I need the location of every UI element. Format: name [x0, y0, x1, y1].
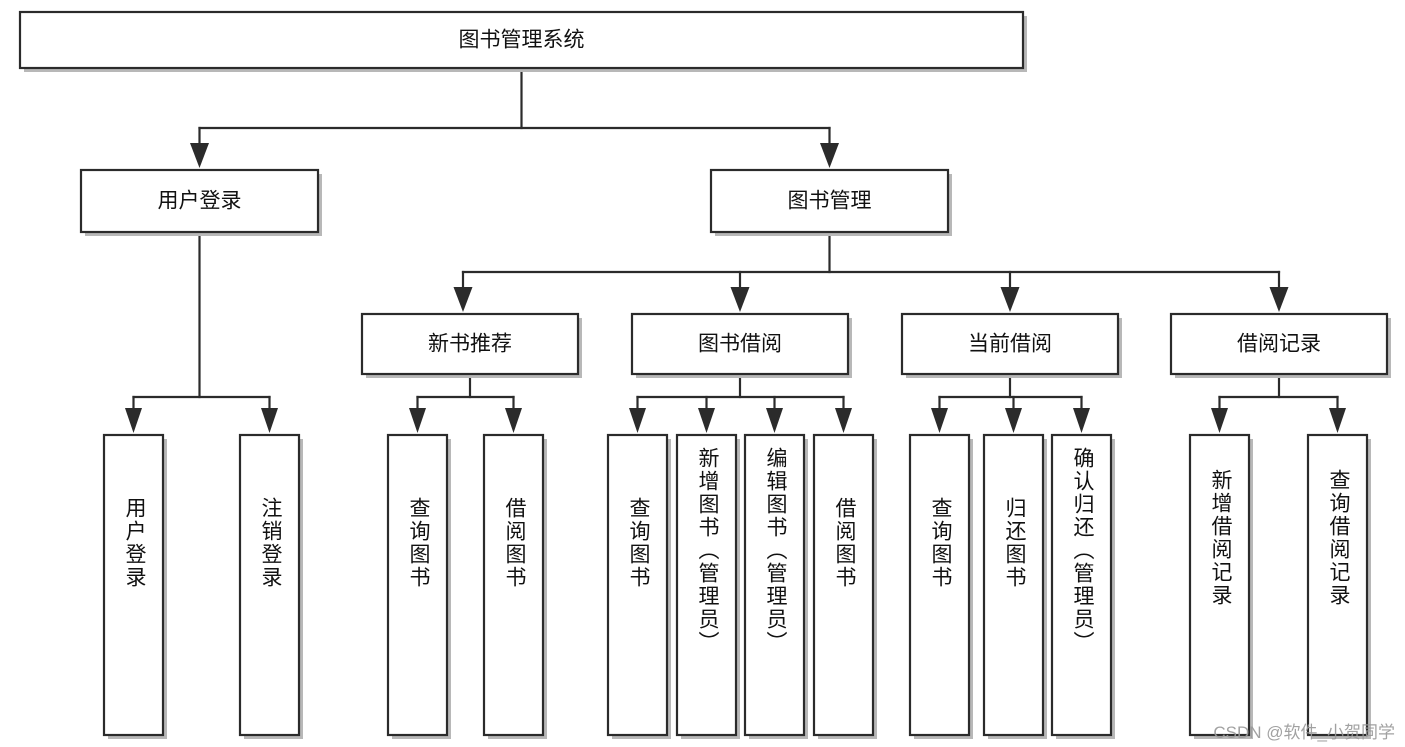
node-leaf-edit-book[interactable] — [743, 433, 808, 739]
arrowhead-leaf-user-login — [125, 408, 142, 433]
arrowhead-current-borrow — [1000, 287, 1020, 312]
arrowhead-user-login — [190, 143, 209, 168]
arrowhead-leaf-add-book — [698, 408, 715, 433]
arrowhead-leaf-edit-book — [766, 408, 783, 433]
node-leaf-add-book[interactable] — [675, 433, 740, 739]
edges-bookmanage-to-level3 — [453, 230, 1289, 312]
leaf-add-record-box — [1188, 433, 1251, 737]
node-leaf-borrow-book-2[interactable] — [812, 433, 877, 739]
borrow-record-box — [1169, 312, 1389, 376]
node-book-manage[interactable]: 图书管理 — [709, 168, 952, 236]
book-manage-label: 图书管理 — [788, 190, 872, 213]
node-borrow-record[interactable]: 借阅记录 — [1169, 312, 1391, 378]
root-label: 图书管理系统 — [459, 29, 585, 52]
borrow-record-label: 借阅记录 — [1237, 333, 1321, 356]
leaf-borrow-book-1-box — [482, 433, 545, 737]
node-user-login[interactable]: 用户登录 — [79, 168, 322, 236]
arrowhead-book-manage — [820, 143, 839, 168]
book-borrow-label: 图书借阅 — [698, 333, 782, 356]
edges-bookborrow-to-leaves — [629, 372, 852, 433]
leaf-logout-box — [238, 433, 301, 737]
node-leaf-query-record[interactable] — [1306, 433, 1371, 739]
current-borrow-label: 当前借阅 — [968, 333, 1052, 356]
arrowhead-leaf-logout — [261, 408, 278, 433]
node-leaf-borrow-book-1[interactable] — [482, 433, 547, 739]
book-manage-box — [709, 168, 950, 234]
user-login-box — [79, 168, 320, 234]
arrowhead-leaf-query-book-1 — [409, 408, 426, 433]
arrowhead-leaf-borrow-book-2 — [835, 408, 852, 433]
current-borrow-box — [900, 312, 1120, 376]
user-login-label: 用户登录 — [158, 190, 242, 213]
csdn-watermark: CSDN @软件_小贺同学 — [1213, 723, 1395, 742]
leaf-query-record-box — [1306, 433, 1369, 737]
book-borrow-box — [630, 312, 850, 376]
node-root[interactable]: 图书管理系统 — [18, 10, 1027, 72]
leaf-edit-book-box — [743, 433, 806, 737]
leaf-return-book-box — [982, 433, 1045, 737]
node-leaf-query-book-1[interactable] — [386, 433, 451, 739]
node-leaf-user-login[interactable] — [102, 433, 167, 739]
edges-borrowrecord-to-leaves — [1211, 372, 1346, 433]
edges-root-to-level2 — [190, 66, 839, 168]
arrowhead-leaf-confirm-return — [1073, 408, 1090, 433]
edges-newbook-to-leaves — [409, 372, 522, 433]
arrowhead-leaf-query-book-3 — [931, 408, 948, 433]
root-box — [18, 10, 1025, 70]
arrowhead-book-borrow — [730, 287, 750, 312]
node-leaf-add-record[interactable] — [1188, 433, 1253, 739]
leaf-query-book-1-box — [386, 433, 449, 737]
arrowhead-leaf-query-record — [1329, 408, 1346, 433]
arrowhead-borrow-record — [1269, 287, 1289, 312]
node-leaf-confirm-return[interactable] — [1050, 433, 1115, 739]
edges-currentborrow-to-leaves — [931, 372, 1090, 433]
node-current-borrow[interactable]: 当前借阅 — [900, 312, 1122, 378]
leaf-borrow-book-2-box — [812, 433, 875, 737]
leaf-boxes — [102, 433, 1371, 739]
node-new-book-recommend[interactable]: 新书推荐 — [360, 312, 582, 378]
arrowhead-leaf-add-record — [1211, 408, 1228, 433]
leaf-query-book-3-box — [908, 433, 971, 737]
arrowhead-leaf-return-book — [1005, 408, 1022, 433]
node-leaf-return-book[interactable] — [982, 433, 1047, 739]
arrowhead-leaf-query-book-2 — [629, 408, 646, 433]
node-leaf-query-book-3[interactable] — [908, 433, 973, 739]
new-book-recommend-label: 新书推荐 — [428, 333, 512, 356]
arrowhead-leaf-borrow-book-1 — [505, 408, 522, 433]
leaf-query-book-2-box — [606, 433, 669, 737]
leaf-user-login-box — [102, 433, 165, 737]
leaf-confirm-return-box — [1050, 433, 1113, 737]
leaf-add-book-box — [675, 433, 738, 737]
new-book-recommend-box — [360, 312, 580, 376]
node-book-borrow[interactable]: 图书借阅 — [630, 312, 852, 378]
arrowhead-new-book-recommend — [453, 287, 473, 312]
node-leaf-logout[interactable] — [238, 433, 303, 739]
node-leaf-query-book-2[interactable] — [606, 433, 671, 739]
edges-userlogin-to-leaves — [125, 230, 278, 433]
